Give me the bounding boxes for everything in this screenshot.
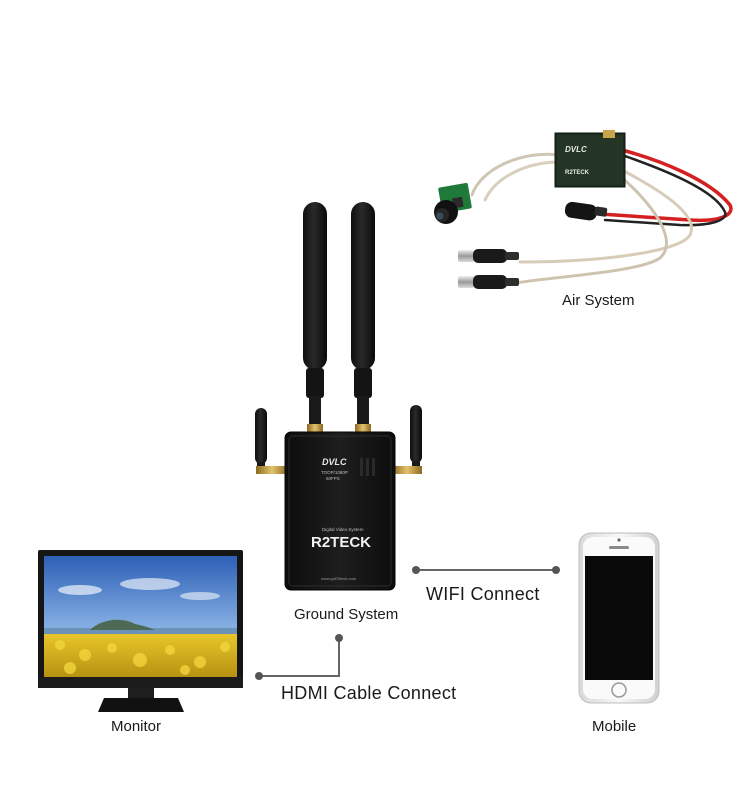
ground-logo-text: R2TECK <box>311 534 371 551</box>
air-system-label: Air System <box>562 292 635 309</box>
mobile-device <box>578 532 660 704</box>
monitor-device <box>38 550 243 712</box>
air-system-device: DVLC R2TECK <box>434 130 733 289</box>
ground-antenna-right <box>351 202 375 434</box>
ground-system-label: Ground System <box>294 606 399 623</box>
hdmi-connector-line <box>255 634 343 680</box>
ground-sub1-text: TOOP/1080P <box>321 470 348 475</box>
air-transmitter-module: DVLC R2TECK <box>554 130 626 188</box>
air-power-plug <box>564 201 608 221</box>
ground-brand-text: DVLC <box>322 457 347 467</box>
hdmi-connect-label: HDMI Cable Connect <box>281 683 457 703</box>
air-brand-text: DVLC <box>565 145 587 154</box>
air-logo-text: R2TECK <box>565 170 590 176</box>
ground-sub2-text: 60FPS <box>326 476 340 481</box>
air-camera <box>434 182 472 224</box>
wifi-connector-line <box>412 566 560 574</box>
ground-side-antenna-right <box>392 405 422 474</box>
ground-antenna-left <box>303 202 327 434</box>
air-rca-connectors <box>458 249 519 289</box>
home-button-icon <box>611 682 627 698</box>
ground-side-antenna-left <box>255 408 288 474</box>
ground-system-device: DVLC TOOP/1080P 60FPS Digital Video Syst… <box>255 202 422 591</box>
ground-url-text: www.goR2teck.com <box>321 576 357 581</box>
mobile-label: Mobile <box>592 718 637 735</box>
ground-box <box>284 431 396 591</box>
ground-caption-text: Digital Video System <box>322 527 364 532</box>
monitor-label: Monitor <box>111 718 162 735</box>
mobile-screen <box>585 556 653 680</box>
wifi-connect-label: WIFI Connect <box>426 584 540 604</box>
